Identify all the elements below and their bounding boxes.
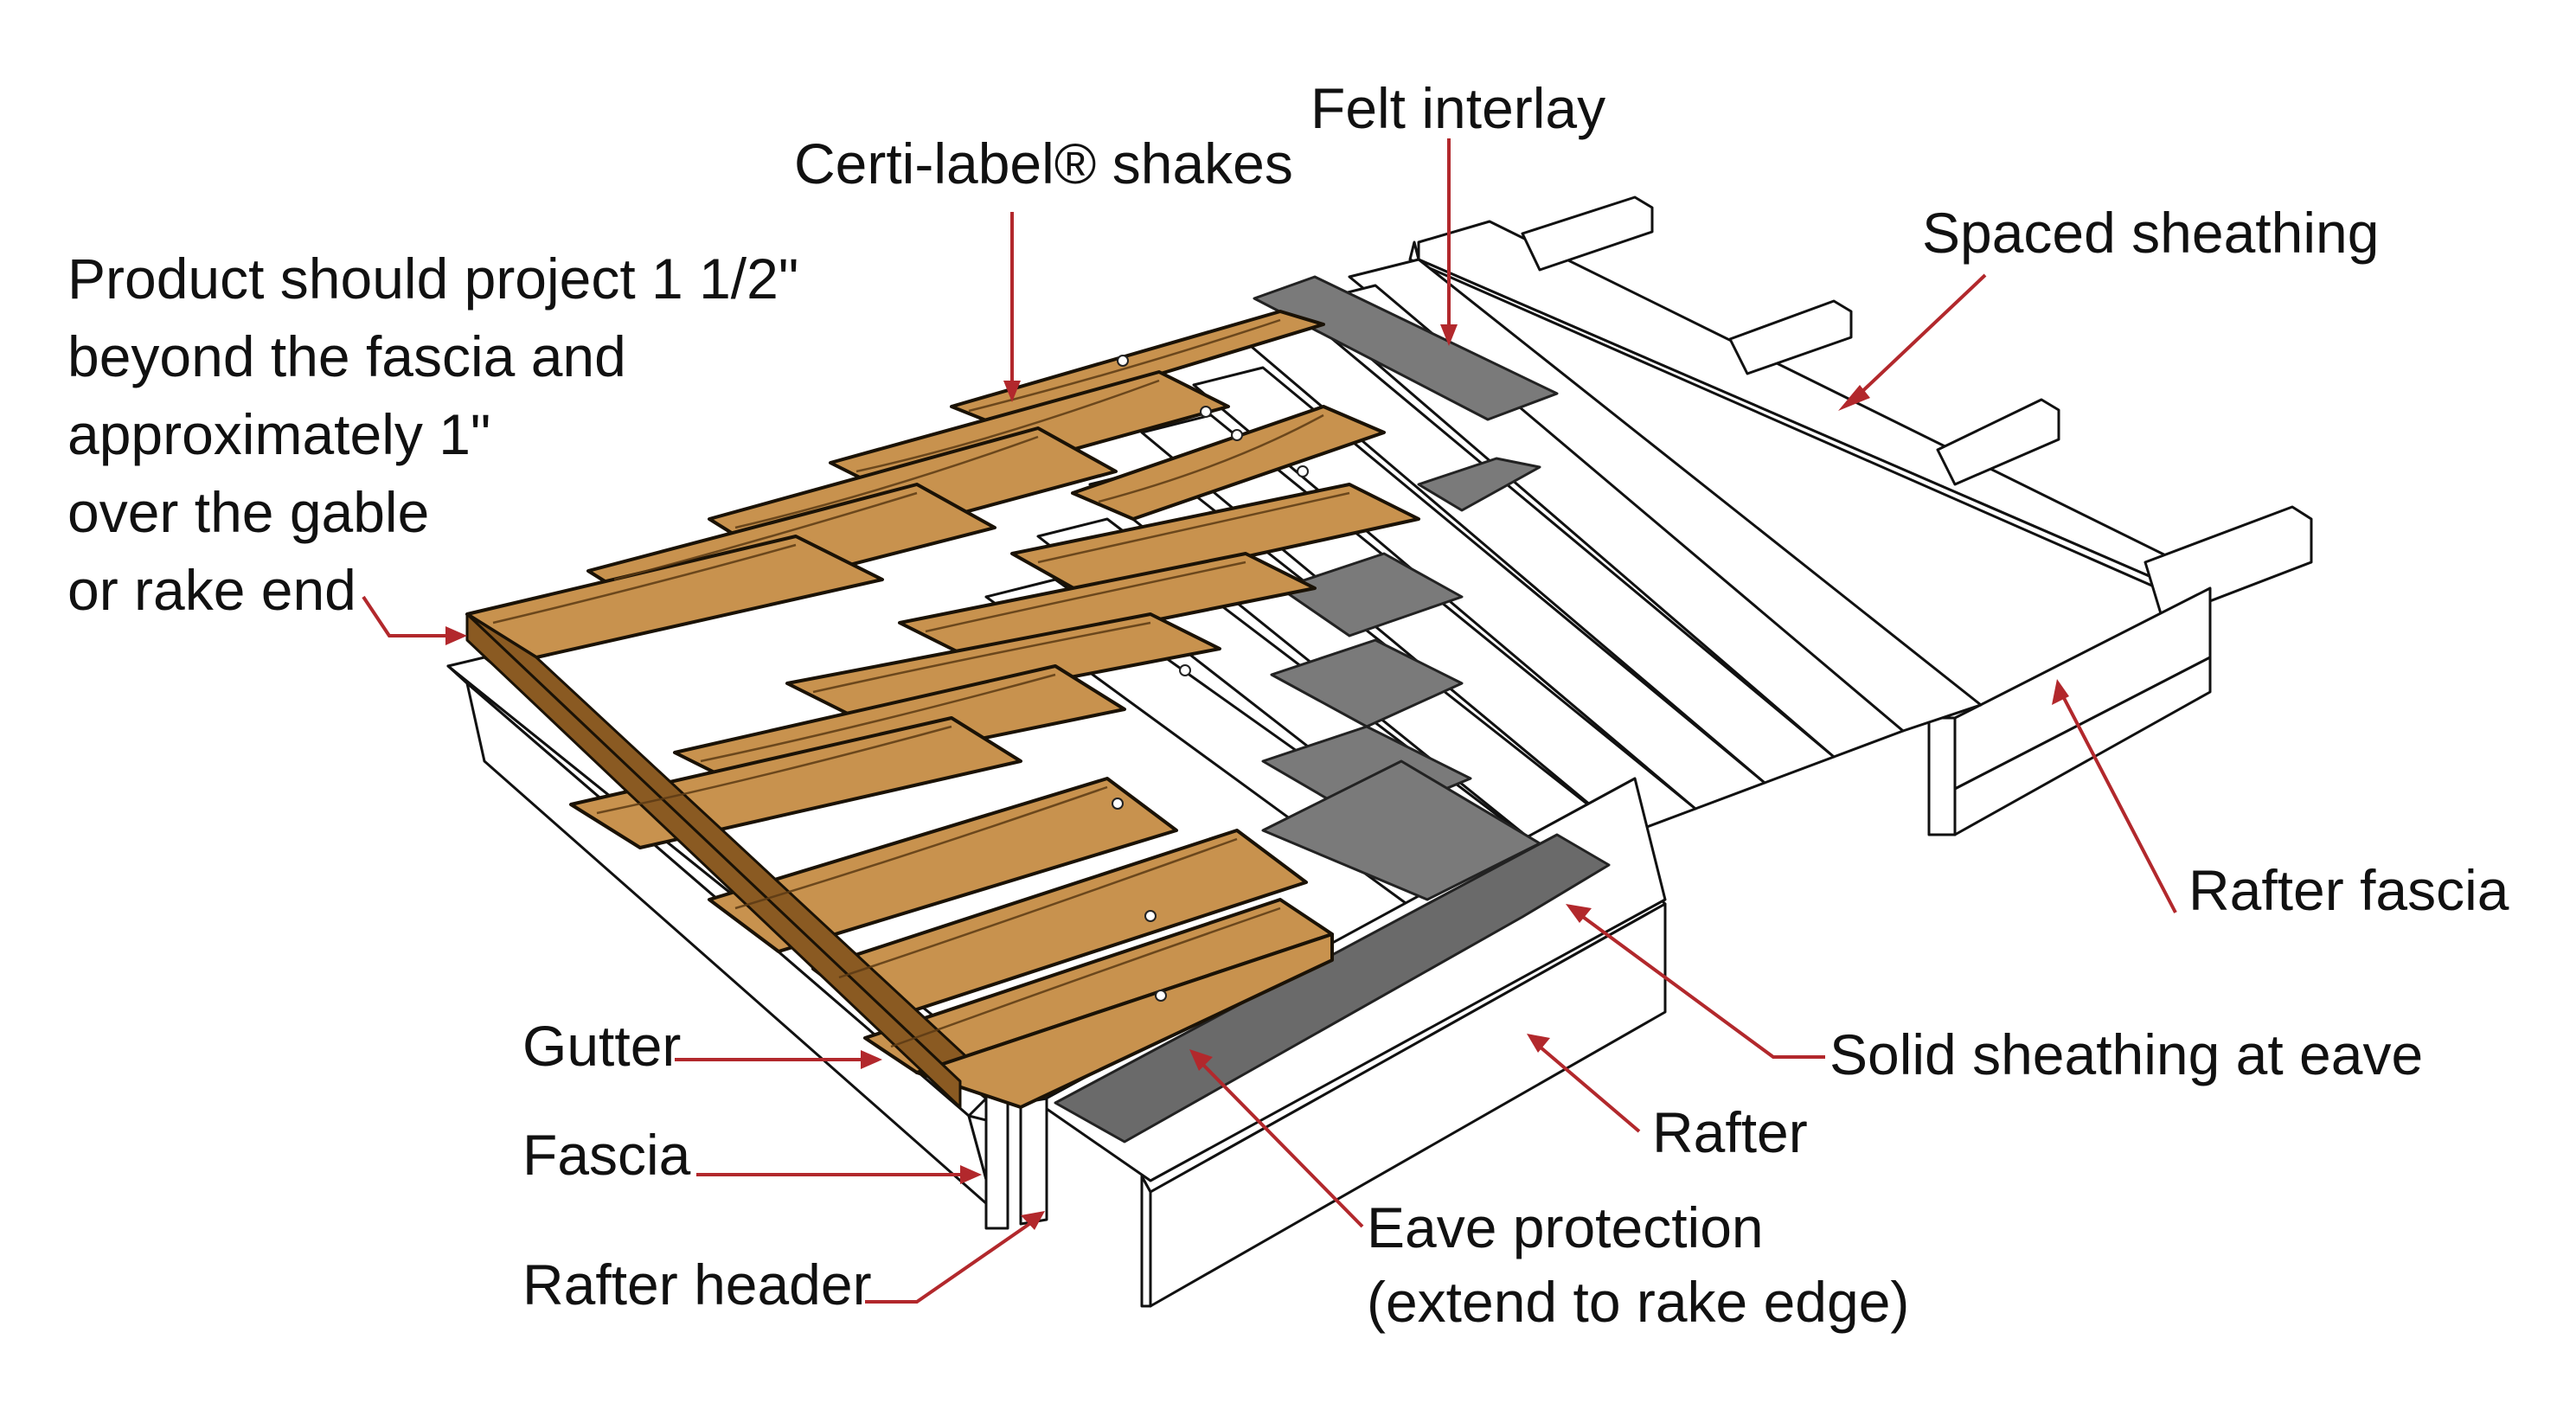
shakes xyxy=(465,310,1420,1109)
label-rafter-fascia: Rafter fascia xyxy=(2188,858,2509,922)
label-felt-interlay: Felt interlay xyxy=(1310,76,1605,140)
labels: Felt interlay Certi-label® shakes Spaced… xyxy=(67,76,2509,1334)
leader-product-note xyxy=(362,595,450,637)
label-rafter-header: Rafter header xyxy=(522,1252,872,1317)
label-gutter: Gutter xyxy=(522,1014,681,1078)
label-product-note-line-3: approximately 1" xyxy=(67,402,490,466)
leader-spaced-sheathing xyxy=(1854,273,1987,400)
leader-rafter xyxy=(1538,1045,1641,1133)
label-product-note-line-4: over the gable xyxy=(67,480,429,544)
label-solid-sheathing: Solid sheathing at eave xyxy=(1829,1022,2423,1086)
label-product-note-line-1: Product should project 1 1/2" xyxy=(67,247,798,311)
label-spaced-sheathing: Spaced sheathing xyxy=(1922,201,2379,265)
label-fascia: Fascia xyxy=(522,1123,691,1187)
label-certi-label-shakes: Certi-label® shakes xyxy=(794,131,1293,195)
label-eave-protection-line-2: (extend to rake edge) xyxy=(1367,1270,1909,1334)
label-product-note-line-2: beyond the fascia and xyxy=(67,324,626,388)
felt-interlay xyxy=(1054,275,1611,1144)
label-rafter: Rafter xyxy=(1652,1100,1808,1164)
label-product-note-line-5: or rake end xyxy=(67,558,356,622)
leader-rafter-header xyxy=(865,1222,1031,1304)
leader-solid-sheathing xyxy=(1581,915,1825,1059)
leader-lines xyxy=(362,138,2177,1304)
leader-rafter-fascia xyxy=(2061,695,2177,913)
label-eave-protection-line-1: Eave protection xyxy=(1367,1195,1764,1259)
leader-eave-protection xyxy=(1201,1062,1364,1228)
